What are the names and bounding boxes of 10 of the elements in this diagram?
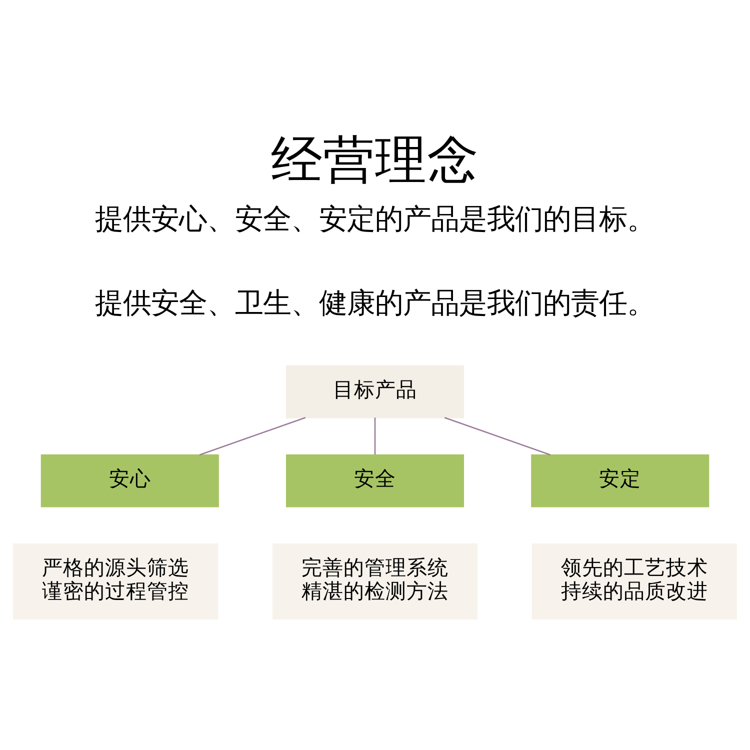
label: 提供安心、安全、安定的产品是我们的目标。	[95, 202, 655, 236]
node-box: 安全	[286, 454, 464, 508]
diagram-title: 经营理念	[271, 130, 479, 191]
node-box: 安心	[40, 454, 219, 508]
node-box: 目标产品	[286, 365, 464, 418]
connector	[374, 418, 376, 455]
node-box: 安定	[531, 454, 710, 508]
connector	[199, 417, 306, 456]
connector	[444, 417, 551, 456]
label: 提供安全、卫生、健康的产品是我们的责任。	[95, 286, 655, 320]
